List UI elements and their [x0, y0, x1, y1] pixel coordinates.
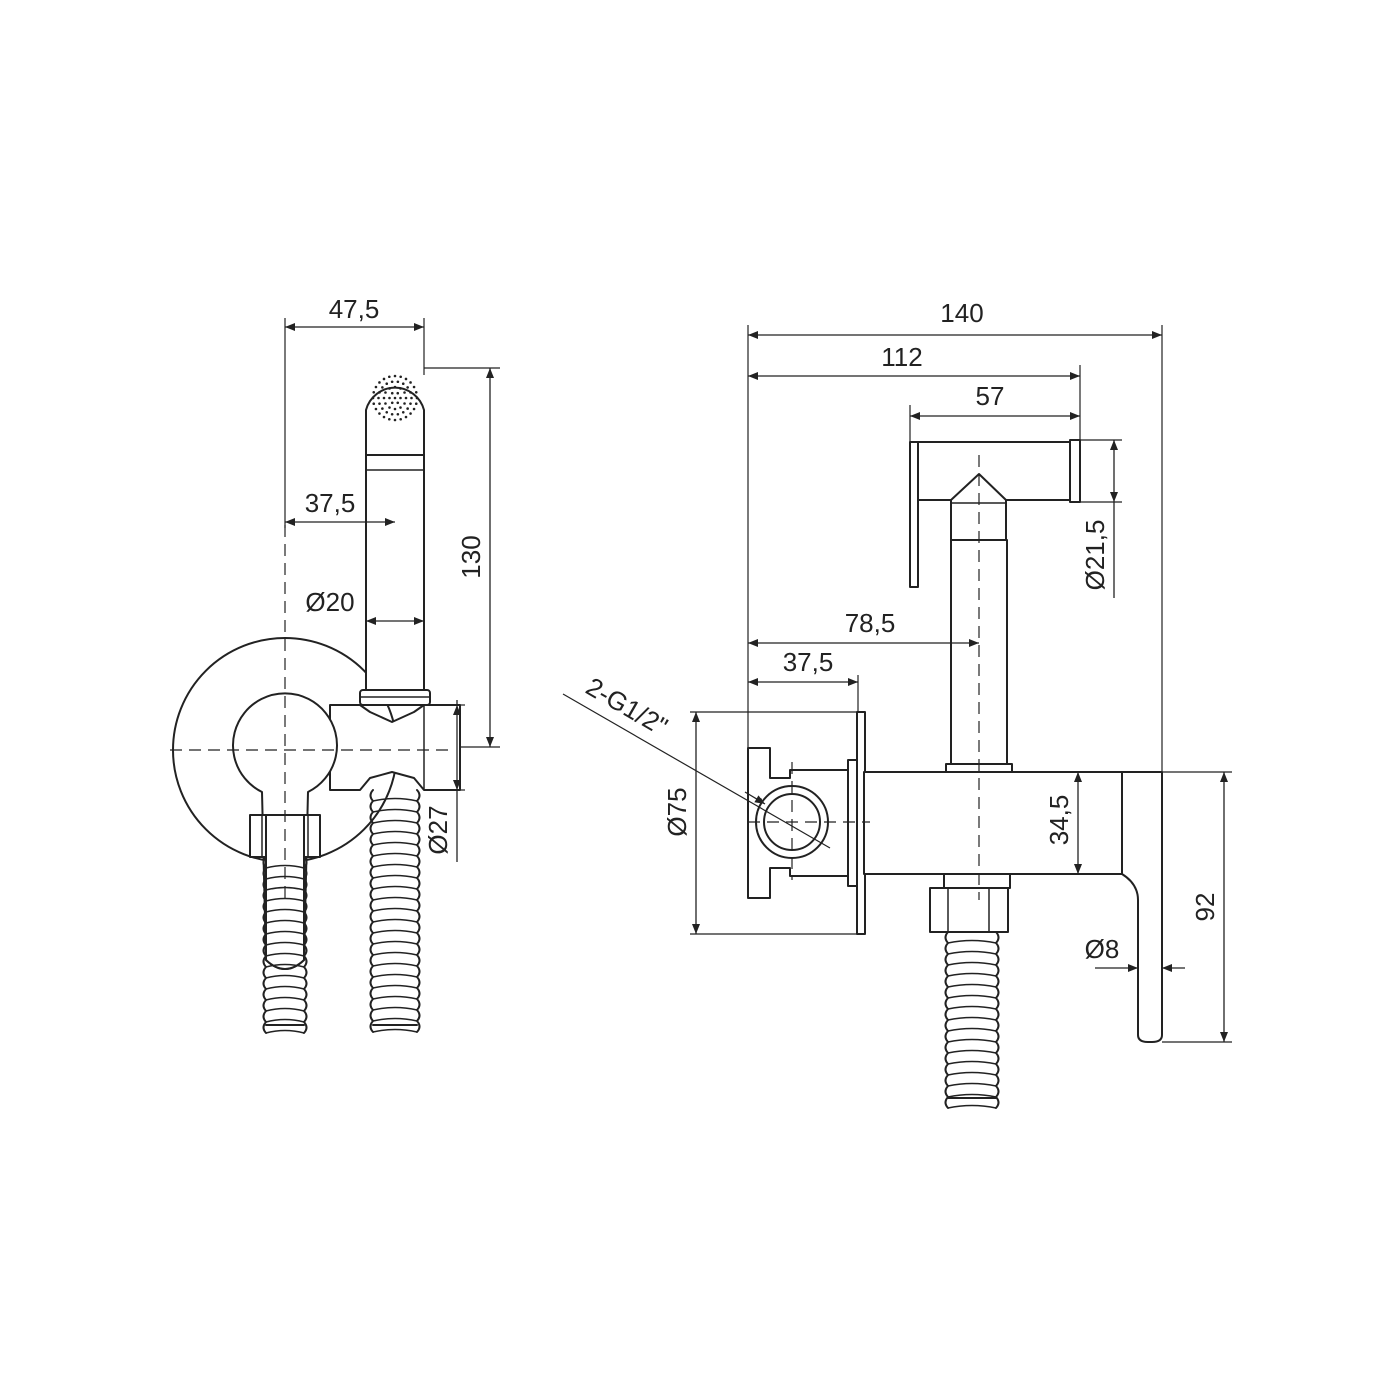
side-valve-body: [863, 771, 1123, 875]
front-hose-right: [369, 789, 421, 1033]
dim-side-handset-axis: 78,5: [845, 608, 896, 638]
dim-side-flange: Ø75: [662, 787, 692, 836]
side-handset-trigger: [909, 441, 919, 588]
dim-side-handset-diameter: Ø21,5: [1080, 520, 1110, 591]
spray-nozzle-icon: [371, 374, 419, 422]
dim-side-body-height: 34,5: [1044, 795, 1074, 846]
side-handset-tip: [1069, 439, 1081, 503]
side-lever: [1121, 771, 1163, 1043]
dim-front-width: 47,5: [329, 294, 380, 324]
dim-side-lever-height: 92: [1190, 893, 1220, 922]
side-hex-nut: [943, 873, 1011, 889]
dim-side-total: 140: [940, 298, 983, 328]
side-view: [562, 439, 1163, 1109]
dim-front-height: 130: [456, 535, 486, 578]
dim-front-axis: 37,5: [305, 488, 356, 518]
side-hose: [944, 931, 1000, 1109]
front-holder-bracket: [329, 704, 461, 791]
front-view: [170, 374, 461, 1034]
dim-side-connection: 37,5: [783, 647, 834, 677]
front-dimensions: 47,5 37,5 Ø20 130 Ø27: [284, 294, 500, 862]
dim-side-handset: 57: [976, 381, 1005, 411]
dim-front-holder: Ø27: [423, 805, 453, 854]
dim-side-lever-thickness: Ø8: [1085, 934, 1120, 964]
front-handset: [365, 386, 425, 456]
side-dimensions: 140 112 57 Ø21,5 78,5 37,5 2-G1/2" Ø75 3…: [581, 298, 1232, 1043]
dim-front-handset-diameter: Ø20: [305, 587, 354, 617]
dim-side-body: 112: [881, 342, 922, 372]
